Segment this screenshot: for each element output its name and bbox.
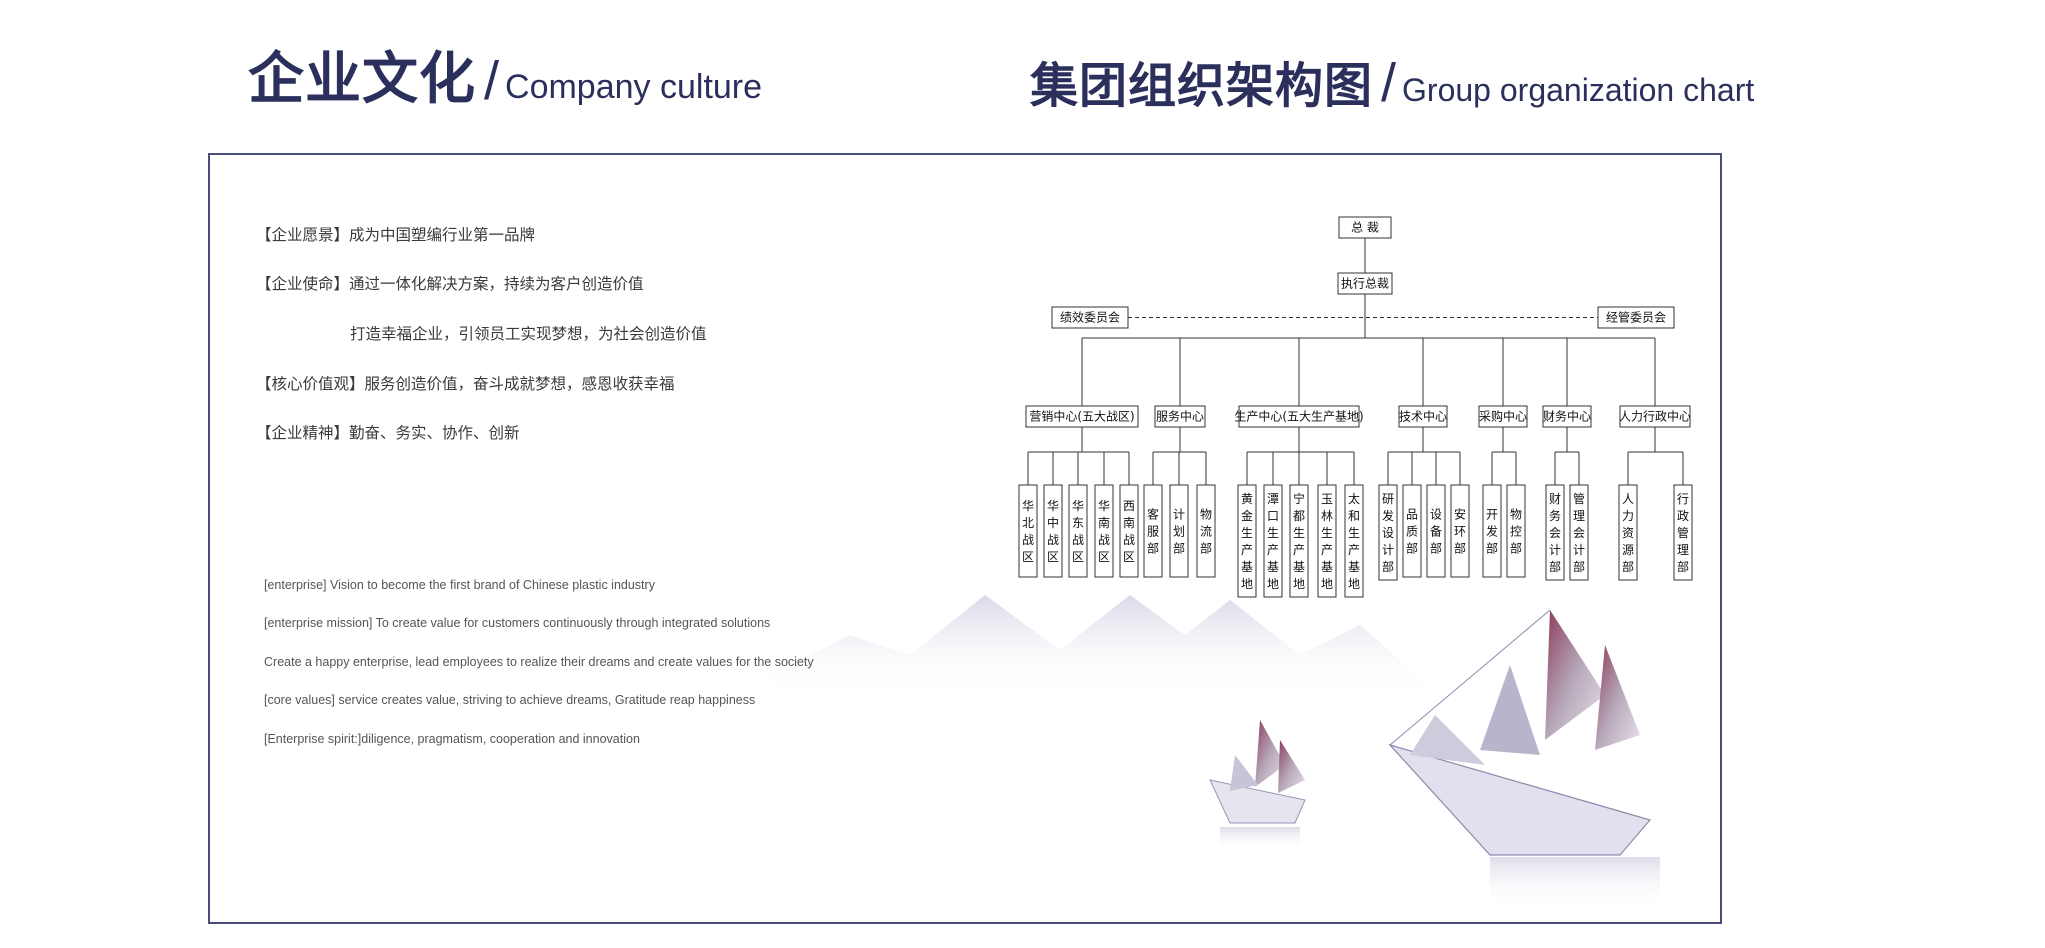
department-label: 开发部 [1486,508,1498,556]
department-label: 财务会计部 [1549,492,1561,574]
department-box: 开发部 [1482,484,1502,578]
department-box: 品质部 [1402,484,1422,578]
center-box: 采购中心 [1478,405,1528,428]
content-panel: 【企业愿景】成为中国塑编行业第一品牌 【企业使命】通过一体化解决方案，持续为客户… [208,153,1722,924]
department-box: 玉林生产基地 [1317,484,1337,598]
performance-committee-box: 绩效委员会 [1051,306,1129,329]
department-box: 物流部 [1196,484,1216,578]
department-label: 华北战区 [1022,499,1034,564]
department-box: 西南战区 [1119,484,1139,578]
culture-mission-en: [enterprise mission] To create value for… [264,616,771,630]
department-box: 华北战区 [1018,484,1038,578]
department-box: 计划部 [1169,484,1189,578]
department-label: 华东战区 [1072,499,1084,564]
department-label: 玉林生产基地 [1321,492,1333,591]
department-label: 西南战区 [1123,499,1135,564]
large-ship-icon [1388,609,1660,907]
org-box-label: 服务中心 [1156,409,1204,424]
department-label: 品质部 [1406,508,1418,556]
mountains-decoration [770,595,1440,695]
culture-mission-cn-2: 打造幸福企业，引领员工实现梦想，为社会创造价值 [350,325,707,343]
org-chart-heading: 集团组织架构图 / Group organization chart [1030,56,1754,110]
culture-vision-cn: 【企业愿景】成为中国塑编行业第一品牌 [256,226,536,244]
ceo-box: 总 裁 [1338,216,1392,239]
org-box-label: 财务中心 [1543,409,1591,424]
executive-president-box: 执行总裁 [1337,272,1393,295]
department-box: 潭口生产基地 [1263,484,1283,598]
department-label: 人力资源部 [1622,492,1634,574]
department-label: 潭口生产基地 [1267,492,1279,591]
department-label: 宁都生产基地 [1293,491,1305,591]
department-box: 财务会计部 [1545,484,1565,581]
department-label: 计划部 [1173,508,1185,556]
culture-values-en: [core values] service creates value, str… [264,693,756,707]
management-committee-box: 经管委员会 [1597,306,1675,329]
department-label: 研发设计部 [1382,492,1394,574]
center-box: 营销中心(五大战区) [1025,405,1139,428]
small-ship-icon [1209,720,1306,849]
heading-slash: / [1381,53,1397,113]
company-culture-heading: 企业文化 / Company culture [248,47,763,112]
org-box-label: 人力行政中心 [1619,409,1691,424]
culture-values-cn: 【核心价值观】服务创造价值，奋斗成就梦想，感恩收获幸福 [256,375,675,393]
heading-slash: / [484,51,500,111]
culture-title-en: Company culture [505,68,763,106]
center-box: 服务中心 [1154,405,1206,428]
org-box-label: 采购中心 [1479,409,1527,424]
department-box: 物控部 [1506,484,1526,578]
department-box: 华南战区 [1094,484,1114,578]
department-box: 华中战区 [1043,484,1063,578]
org-box-label: 经管委员会 [1606,310,1666,325]
department-box: 太和生产基地 [1344,484,1364,598]
department-label: 安环部 [1454,507,1466,556]
department-label: 行政管理部 [1677,492,1689,574]
culture-mission-cn: 【企业使命】通过一体化解决方案，持续为客户创造价值 [256,275,644,293]
department-label: 太和生产基地 [1348,491,1360,591]
center-box: 人力行政中心 [1619,405,1691,428]
org-box-label: 执行总裁 [1341,277,1389,291]
department-box: 黄金生产基地 [1237,484,1257,598]
center-box: 财务中心 [1542,405,1592,428]
department-label: 物流部 [1200,508,1212,556]
center-box: 技术中心 [1398,405,1448,428]
org-box-label: 营销中心(五大战区) [1029,409,1134,424]
culture-mission-en-2: Create a happy enterprise, lead employee… [264,655,814,669]
department-box: 客服部 [1143,484,1163,578]
department-label: 客服部 [1147,507,1159,556]
department-label: 华中战区 [1047,499,1059,564]
org-box-label: 技术中心 [1399,409,1447,424]
center-box: 生产中心(五大生产基地) [1234,405,1364,428]
org-title-en: Group organization chart [1402,72,1755,108]
department-box: 研发设计部 [1378,484,1398,581]
department-label: 黄金生产基地 [1241,492,1253,591]
org-box-label: 生产中心(五大生产基地) [1234,409,1363,424]
department-label: 设备部 [1430,508,1442,556]
department-label: 华南战区 [1098,499,1110,564]
department-box: 华东战区 [1068,484,1088,578]
culture-vision-en: [enterprise] Vision to become the first … [264,578,655,592]
org-title-cn: 集团组织架构图 [1030,58,1374,114]
org-box-label: 总 裁 [1351,221,1379,235]
department-box: 人力资源部 [1618,484,1638,581]
culture-spirit-cn: 【企业精神】勤奋、务实、协作、创新 [256,424,520,442]
background-illustration [770,595,1660,907]
department-label: 物控部 [1510,508,1522,556]
culture-spirit-en: [Enterprise spirit:]diligence, pragmatis… [264,732,640,746]
department-box: 设备部 [1426,484,1446,578]
department-box: 管理会计部 [1569,484,1589,581]
department-box: 宁都生产基地 [1289,484,1309,598]
department-box: 行政管理部 [1673,484,1693,581]
org-box-label: 绩效委员会 [1060,310,1120,325]
department-label: 管理会计部 [1573,491,1585,574]
culture-title-cn: 企业文化 [248,47,476,112]
department-box: 安环部 [1450,484,1470,578]
